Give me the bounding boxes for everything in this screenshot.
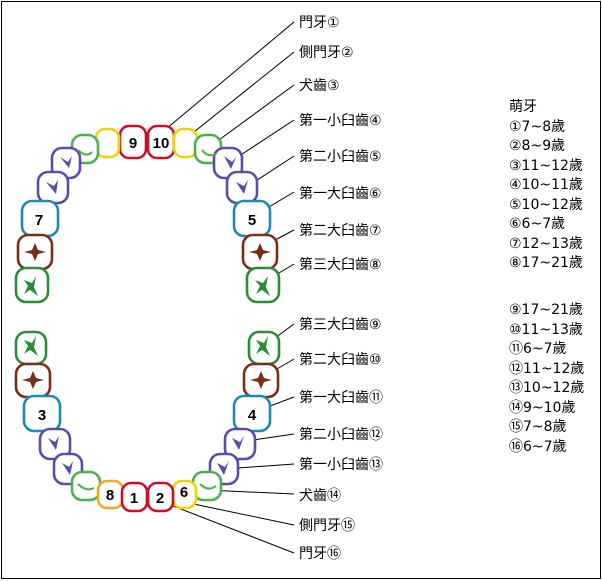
lower-label: 門牙⑯	[299, 546, 341, 562]
upper-label: 第一小臼齒④	[299, 112, 382, 129]
canine-mark	[77, 149, 93, 156]
tooth-number: 9	[129, 135, 137, 152]
premolar-mark	[232, 436, 244, 450]
upper-arch	[14, 124, 281, 304]
legend-item: ⑪6~7歲	[509, 341, 567, 357]
legend-item: ⑭9~10歲	[509, 399, 576, 416]
upper-label: 門牙①	[299, 15, 340, 31]
leader-line	[167, 503, 295, 554]
lower-label: 側門牙⑮	[299, 518, 355, 534]
molar-mark	[255, 276, 270, 296]
molar-mark	[256, 336, 270, 356]
legend-item: ⑨17~21歲	[509, 302, 583, 318]
molar-mark	[24, 276, 38, 296]
legend-item: ⑥6~7歲	[509, 216, 566, 232]
upper-label: 側門牙②	[299, 45, 354, 61]
canine-mark	[201, 149, 217, 157]
upper-label: 第二小臼齒⑤	[299, 148, 382, 165]
molar-mark	[22, 371, 44, 389]
tooth-number: 4	[248, 407, 257, 424]
premolar-mark	[60, 156, 72, 168]
legend-item: ③11~12歲	[509, 157, 583, 174]
legend-title: 萌牙	[509, 99, 537, 115]
tooth-number: 2	[156, 490, 164, 507]
upper-label: 第一大臼齒⑥	[299, 185, 382, 202]
leader-line	[207, 84, 295, 149]
canine-mark	[77, 483, 95, 491]
canine-mark	[199, 483, 217, 490]
legend-item: ⑤10~12歲	[509, 196, 583, 213]
tooth-number: 6	[180, 484, 188, 501]
tooth-number: 1	[130, 490, 138, 507]
premolar-mark	[224, 156, 236, 169]
legend-item: ⑬10~12歲	[509, 380, 585, 396]
lower-label: 第二小臼齒⑫	[299, 426, 383, 443]
tooth-labels: 門牙① 側門牙② 犬齒③ 第一小臼齒④ 第二小臼齒⑤ 第一大臼齒⑥ 第二大臼齒⑦…	[299, 15, 383, 562]
upper-label: 第三大臼齒⑧	[299, 256, 382, 273]
premolar-mark	[217, 461, 229, 475]
legend-item: ②8~9歲	[509, 138, 566, 154]
lower-arch	[14, 330, 281, 513]
upper-label: 犬齒③	[299, 78, 340, 94]
eruption-legend-upper: 萌牙 ①7~8歲 ②8~9歲 ③11~12歲 ④10~11歲 ⑤10~12歲 ⑥…	[509, 98, 583, 274]
premolar-mark	[48, 436, 59, 450]
legend-item: ⑩11~13歲	[509, 321, 583, 338]
lower-label: 第一大臼齒⑪	[299, 389, 383, 406]
leader-line	[159, 21, 295, 135]
lower-left-canine	[70, 470, 102, 502]
premolar-mark	[46, 180, 58, 194]
tooth-number: 3	[38, 407, 46, 424]
premolar-mark	[62, 461, 73, 475]
leader-line	[183, 51, 295, 141]
upper-label: 第二大臼齒⑦	[299, 222, 382, 239]
lower-left-first-molar	[22, 394, 62, 433]
legend-item: ①7~8歲	[509, 118, 566, 135]
legend-item: ⑧17~21歲	[509, 255, 583, 271]
molar-mark	[24, 243, 46, 261]
legend-item: ⑮7~8歲	[509, 419, 567, 435]
upper-right-lateral-incisor	[172, 127, 199, 159]
lower-label: 第一小臼齒⑬	[299, 456, 383, 473]
lower-label: 第二大臼齒⑩	[299, 351, 382, 368]
legend-item: ⑯6~7歲	[509, 438, 567, 455]
tooth-number: 7	[35, 212, 43, 229]
tooth-marks	[22, 149, 272, 491]
lower-label: 犬齒⑭	[299, 488, 341, 504]
leader-line	[183, 501, 295, 526]
legend-item: ⑦12~13歲	[509, 235, 583, 252]
molar-mark	[250, 371, 272, 389]
molar-mark	[24, 336, 38, 356]
tooth-number: 8	[106, 487, 114, 504]
tooth-number: 5	[248, 212, 256, 229]
molar-mark	[249, 243, 271, 261]
lower-right-central-incisor	[146, 481, 175, 513]
premolar-mark	[236, 180, 248, 194]
tooth-number: 10	[153, 135, 170, 152]
legend-item: ④10~11歲	[509, 177, 583, 193]
tooth-numbers: 9 10 7 5 3 4 8 1 2 6	[35, 135, 257, 507]
eruption-legend-lower: ⑨17~21歲 ⑩11~13歲 ⑪6~7歲 ⑫11~12歲 ⑬10~12歲 ⑭9…	[509, 301, 584, 457]
lower-label: 第三大臼齒⑨	[299, 316, 382, 333]
upper-left-lateral-incisor	[94, 127, 121, 159]
legend-item: ⑫11~12歲	[509, 360, 585, 377]
